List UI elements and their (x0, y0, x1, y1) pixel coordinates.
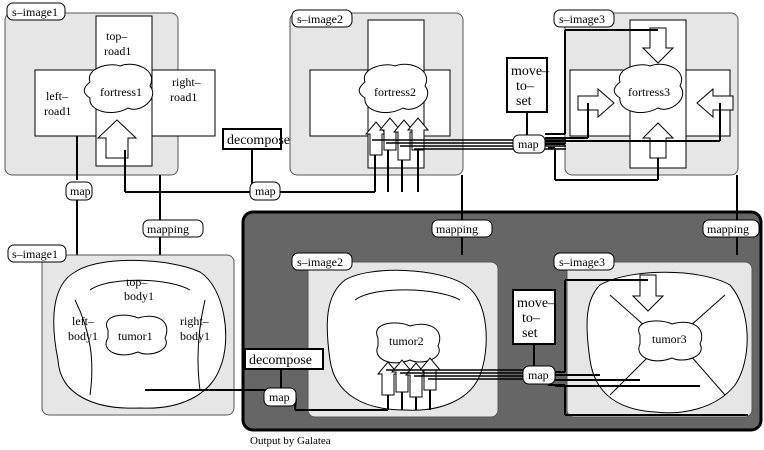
fortress3-label: fortress3 (628, 85, 670, 99)
right-body1-label-2: body1 (180, 329, 210, 343)
move-to-set-bottom-label-3: set (522, 326, 538, 341)
tumor-image1-panel (41, 254, 235, 416)
tumor-image3-panel (566, 261, 753, 418)
s-image3-top-label: s–image3 (559, 12, 605, 26)
s-image2-top-label: s–image2 (297, 12, 343, 26)
top-road1-label-2: road1 (104, 44, 131, 58)
move-to-set-top-label-2: to– (516, 79, 535, 94)
right-road1-label-2: road1 (170, 90, 197, 104)
fortress3-shape (613, 63, 683, 113)
mapping-middle-label: mapping (436, 222, 478, 236)
left-body1-label: left– (72, 314, 95, 328)
move-to-set-bottom-label-1: move– (517, 296, 556, 311)
left-body1-label-2: body1 (68, 329, 98, 343)
fortress2-shape (358, 63, 428, 113)
tumor1-shape (105, 314, 168, 356)
mapping-right-label: mapping (707, 222, 749, 236)
fortress1-shape (83, 63, 153, 113)
s-image1-bottom-label: s–image1 (12, 247, 58, 261)
move-to-set-top-label-3: set (516, 94, 532, 109)
fortress1-label: fortress1 (100, 85, 142, 99)
tumor2-label: tumor2 (389, 334, 424, 348)
tumor2-shape (376, 322, 441, 364)
map-left-label: map (70, 184, 91, 198)
tumor3-label: tumor3 (652, 332, 687, 346)
map-bottom-right-label: map (528, 368, 549, 382)
map-top-right-label: map (518, 137, 539, 151)
right-road1-label: right– (172, 75, 202, 89)
fortress2-label: fortress2 (374, 85, 416, 99)
fortress-image3-panel (564, 12, 739, 176)
caption: Output by Galatea (250, 435, 331, 447)
fortress-image2-panel (289, 12, 464, 176)
fortress-image1-panel (4, 12, 216, 176)
decompose-bottom-label: decompose (249, 353, 312, 368)
top-body1-label: top– (126, 275, 148, 289)
move-to-set-top-label-1: move– (511, 64, 550, 79)
map-top-middle-label: map (255, 184, 276, 198)
s-image1-top-label: s–image1 (12, 5, 58, 19)
move-to-set-bottom-box (512, 289, 556, 345)
move-to-set-bottom-label-2: to– (522, 311, 541, 326)
tumor3-shape (638, 320, 703, 362)
s-image2-bottom-label: s–image2 (297, 255, 343, 269)
tumor1-label: tumor1 (118, 329, 153, 343)
map-bottom-left-label: map (269, 390, 290, 404)
decompose-top-label: decompose (227, 133, 290, 148)
fortress3-down-arrow (641, 27, 675, 64)
left-road1-label-2: road1 (44, 104, 71, 118)
fortress1-up-arrow (96, 119, 138, 159)
fortress3-left-arrow (696, 87, 734, 119)
top-road1-label: top– (106, 29, 128, 43)
mapping-left-label: mapping (147, 222, 189, 236)
s-image3-bottom-label: s–image3 (559, 255, 605, 269)
left-road1-label: left– (46, 89, 69, 103)
bottom-connectors (145, 279, 748, 416)
top-body1-label-2: body1 (124, 289, 154, 303)
decompose-bottom-box (244, 348, 324, 370)
tumor3-down-arrow (631, 274, 665, 312)
right-body1-label: right– (180, 314, 210, 328)
